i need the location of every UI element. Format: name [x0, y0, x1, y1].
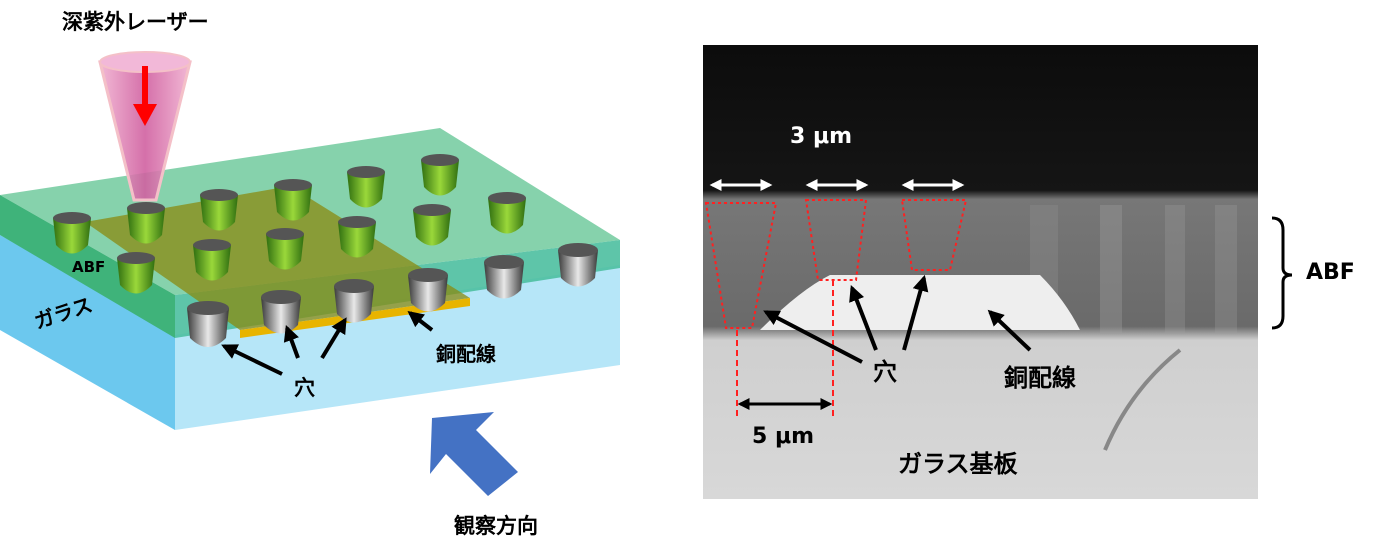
hole-cup	[200, 189, 238, 231]
hole-cup	[421, 154, 459, 196]
dimension-dash-lines	[736, 280, 834, 418]
hole-cup	[266, 228, 304, 270]
bottom-width-label: 5 μm	[752, 424, 815, 449]
hole-cup	[338, 216, 376, 258]
laser-label: 深紫外レーザー	[62, 10, 209, 34]
glass-side	[0, 235, 175, 430]
laser-beam	[98, 51, 192, 202]
holes-3d	[53, 154, 598, 347]
copper-wiring-label-left: 銅配線	[436, 342, 496, 366]
abf-label-left: ABF	[72, 258, 106, 276]
hole-cup	[117, 252, 155, 294]
laser-arrow-icon	[133, 66, 157, 126]
hole-label-right: 穴	[873, 358, 897, 386]
right-pointer-arrows	[763, 274, 1032, 364]
hole-label-left: 穴	[294, 376, 315, 400]
hole-cup-front	[187, 301, 229, 347]
hole-cup-front	[261, 290, 301, 334]
abf-side	[0, 195, 175, 338]
copper-wiring-label-right: 銅配線	[1004, 364, 1076, 392]
hole-cup-front	[334, 279, 374, 323]
hole-cup-front	[484, 255, 524, 299]
view-direction-label: 観察方向	[454, 514, 538, 538]
hole-cup-front	[408, 268, 448, 312]
hole-cup	[413, 204, 451, 246]
abf-bracket	[1271, 216, 1293, 330]
glass-substrate-label: ガラス基板	[898, 450, 1018, 478]
hole-cup	[347, 166, 385, 208]
hole-cup-front	[558, 243, 598, 287]
hole-cup	[193, 239, 231, 281]
sem-image	[703, 45, 1258, 499]
hole-cup	[53, 212, 91, 254]
abf-label-right: ABF	[1306, 260, 1355, 285]
top-width-label: 3 μm	[790, 124, 853, 149]
hole-cup	[274, 179, 312, 221]
hole-cup	[127, 202, 165, 244]
glass-front	[175, 265, 620, 430]
hole-outlines	[704, 199, 968, 329]
left-pointer-arrows	[221, 311, 434, 376]
hole-cup	[488, 192, 526, 234]
view-direction-arrow-icon	[430, 412, 518, 496]
